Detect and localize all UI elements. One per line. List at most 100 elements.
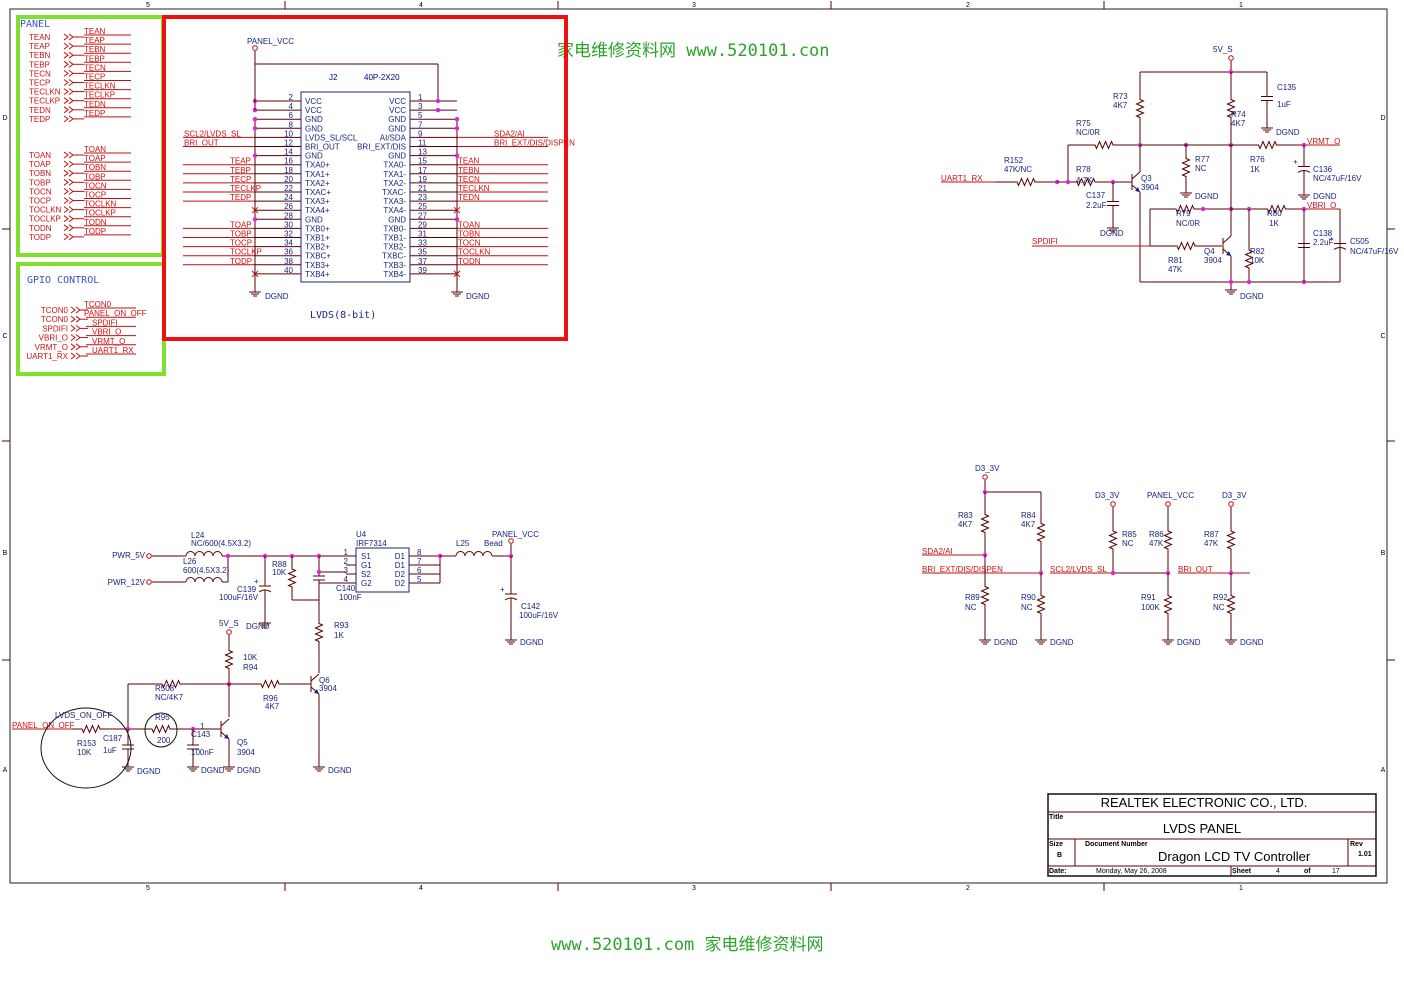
c138-ref: C138 [1313, 229, 1333, 238]
u4-pin-name: D2 [395, 570, 406, 579]
gpio-box-title: GPIO CONTROL [27, 275, 99, 286]
offpage-connector [63, 151, 74, 159]
ground-symbol [1225, 284, 1237, 295]
offpage-connector [63, 79, 74, 86]
l24-value: NC/600(4.5X3.2) [191, 539, 251, 548]
r508-value: NC/4K7 [155, 693, 184, 702]
r73-value: 4K7 [1113, 101, 1128, 110]
panel-vcc-label: PANEL_VCC [247, 37, 294, 46]
ground-symbol [187, 761, 199, 772]
ground-symbol [1298, 189, 1310, 200]
connector-pin-number: 18 [284, 166, 293, 175]
connector-pin-number: 26 [284, 202, 293, 211]
panel-signal-left: TEBN [29, 51, 51, 60]
connector-pin-name: TXB0- [383, 224, 406, 233]
resistor-r96 [229, 679, 311, 689]
c142-value: 100uF/16V [519, 611, 559, 620]
connector-pin-name: AI/SDA [380, 133, 407, 142]
connector-net-right: SDA2/AI [494, 129, 525, 138]
r91-value: 100K [1141, 603, 1160, 612]
connector-pin-number: 34 [284, 239, 293, 248]
connector-pin-number: 37 [418, 257, 427, 266]
junction-dot [435, 98, 441, 104]
offpage-connector [63, 106, 74, 114]
connector-pin-number: 33 [418, 239, 427, 248]
r86-value: 47K [1149, 539, 1164, 548]
bri-out-label: BRI_OUT [1178, 565, 1213, 574]
u4-pin-number: 2 [344, 557, 349, 566]
panel-vcc-label: PANEL_VCC [1147, 491, 1194, 500]
connector-pin-number: 17 [418, 166, 427, 175]
panel-signal-right: TEBN [84, 45, 106, 54]
power-terminal [226, 629, 232, 635]
panel-signal-box: PANELTEANTEANTEAPTEAPTEBNTEBNTEBPTEBPTEC… [16, 15, 165, 257]
dgnd-label: DGND [1100, 229, 1124, 238]
resistor-r88 [287, 556, 297, 600]
ground-symbol [1180, 187, 1192, 198]
dgnd-label: DGND [246, 622, 270, 631]
panel-signal-right: TECLKP [84, 91, 115, 100]
resistor-r80 [1249, 204, 1304, 214]
connector-pin-number: 20 [284, 175, 293, 184]
vrmt-label: VRMT_O [1307, 137, 1340, 146]
offpage-connector [63, 160, 74, 168]
resistor-r79 [1167, 204, 1203, 214]
resistor-r82 [1244, 236, 1254, 282]
dgnd-label: DGND [520, 638, 544, 647]
sheet-title: LVDS PANEL [1163, 821, 1241, 836]
panel-signal-right: TEAP [84, 36, 105, 45]
connector-net-right: TEBN [458, 166, 480, 175]
connector-pin-name: TXA4+ [305, 206, 330, 215]
transistor-q3 [1131, 171, 1141, 193]
u4-pin-name: D1 [395, 561, 406, 570]
resistor-r95 [142, 724, 180, 734]
panel-signal-left: TECN [29, 69, 51, 78]
connector-pin-name: TXA0- [383, 161, 406, 170]
offpage-connector [63, 88, 74, 95]
ground-symbol [1035, 634, 1047, 645]
connector-pin-name: TXA3+ [305, 197, 330, 206]
row-label-right: B [1381, 550, 1386, 557]
connector-net-right: TODN [458, 257, 481, 266]
offpage-connector [63, 115, 74, 123]
no-connect-mark [453, 270, 461, 278]
panel-signal-left: TECP [29, 79, 50, 88]
panel-signal-right: TODN [84, 218, 107, 227]
panel-signal-left: TEAN [29, 33, 51, 42]
date-label: Date: [1049, 868, 1067, 875]
panel-signal-left: TODN [29, 224, 52, 233]
dgnd-label: DGND [201, 766, 225, 775]
junction-dot [454, 117, 460, 122]
r79-ref: R79 [1176, 209, 1191, 218]
panel-signal-left: TOCP [29, 197, 51, 206]
row-label-left: A [3, 767, 8, 774]
v5s-label: 5V_S [1213, 45, 1233, 54]
watermark-top: 家电维修资料网 www.520101.con [557, 41, 830, 61]
connector-pin-number: 10 [284, 129, 293, 138]
gpio-signal-right: UART1_RX [92, 346, 134, 355]
ground-symbol [1225, 634, 1237, 645]
connector-pin-number: 15 [418, 157, 427, 166]
power-terminal [508, 538, 514, 544]
column-label-bottom: 1 [1239, 885, 1243, 892]
resistor-r75 [1068, 140, 1140, 150]
junction-dot [252, 117, 258, 122]
connector-pin-number: 36 [284, 248, 293, 257]
junction-dot [1110, 570, 1116, 576]
junction-dot [1246, 279, 1252, 285]
row-label-left: C [2, 333, 7, 340]
connector-pin-name: TXB0+ [305, 224, 330, 233]
connector-net-left: TOBP [230, 230, 252, 239]
connector-pin-number: 28 [284, 211, 293, 220]
r84-ref: R84 [1021, 511, 1036, 520]
gpio-signal-left: UART1_RX [26, 352, 68, 361]
q5-ref: Q5 [237, 738, 248, 747]
row-label-left: B [3, 550, 8, 557]
title-label: Title [1049, 814, 1063, 821]
offpage-connector [63, 197, 74, 204]
connector-pin-name: TXB1- [383, 234, 406, 243]
offpage-connector [70, 324, 81, 332]
bri-ext-label: BRI_EXT/DIS/DISPEN [922, 565, 1003, 574]
offpage-connector [63, 233, 74, 241]
mosfet-u4-body [355, 547, 410, 593]
